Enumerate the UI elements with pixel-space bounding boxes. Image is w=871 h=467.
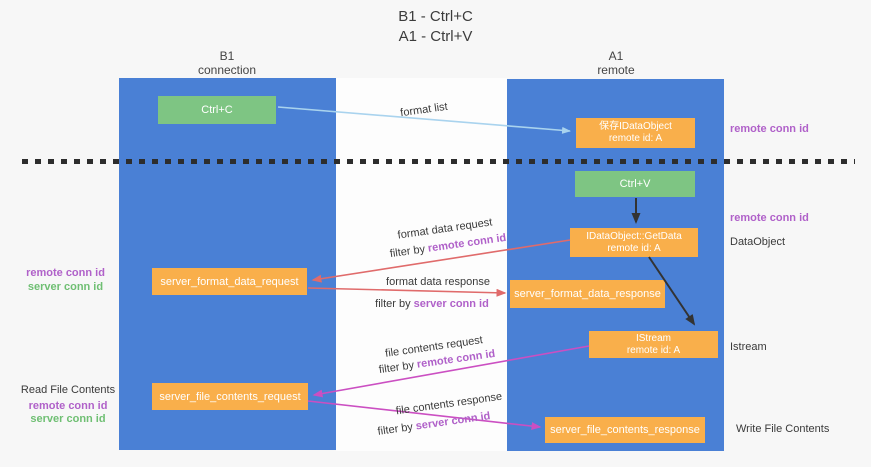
title-line-b1: B1 - Ctrl+C <box>398 8 473 25</box>
label-remote-conn-id-right-mid: remote conn id <box>730 212 809 224</box>
lane-a1-role: remote <box>597 63 635 77</box>
label-remote-conn-id-right-top: remote conn id <box>730 123 809 135</box>
node-format-response-label: server_format_data_response <box>514 288 661 300</box>
node-file-request-label: server_file_contents_request <box>159 390 301 403</box>
lane-b1-role: connection <box>197 63 257 77</box>
lane-header-a1: A1 remote <box>549 49 683 77</box>
label-istream: Istream <box>730 341 767 353</box>
label-dataobject: DataObject <box>730 236 786 248</box>
node-ctrl-v-label: Ctrl+V <box>619 178 651 190</box>
node-getdata-line1: IDataObject::GetData <box>586 230 682 242</box>
node-format-request-label: server_format_data_request <box>160 275 299 288</box>
label-group-left-conn-ids: remote conn id server conn id <box>18 266 113 294</box>
node-server-file-contents-request: server_file_contents_request <box>152 383 308 410</box>
node-save-idataobject-line2: remote id: A <box>608 133 663 144</box>
label-read-file-contents: Read File Contents <box>20 384 116 396</box>
diagram-title: B1 - Ctrl+C A1 - Ctrl+V <box>0 7 871 47</box>
node-ctrl-c-label: Ctrl+C <box>201 104 233 116</box>
node-istream: IStream remote id: A <box>589 331 718 358</box>
node-server-file-contents-response: server_file_contents_response <box>545 417 705 443</box>
node-istream-line1: IStream <box>635 332 671 344</box>
label-server-conn-id-left-bottom: server conn id <box>30 413 106 425</box>
label-server-conn-id-left-top: server conn id <box>27 281 104 293</box>
node-getdata-line2: remote id: A <box>607 242 661 254</box>
phase-divider-dashed-line <box>22 159 855 164</box>
node-server-format-data-response: server_format_data_response <box>510 280 665 308</box>
node-istream-line2: remote id: A <box>626 344 681 356</box>
label-group-read-file-contents: Read File Contents remote conn id server… <box>13 384 123 426</box>
edge-label-format-data-response: format data response <box>386 276 490 288</box>
node-server-format-data-request: server_format_data_request <box>152 268 307 295</box>
lane-a1-name: A1 <box>608 49 624 63</box>
node-ctrl-v: Ctrl+V <box>575 171 695 197</box>
node-ctrl-c: Ctrl+C <box>158 96 276 124</box>
label-write-file-contents: Write File Contents <box>736 423 830 435</box>
node-save-idataobject: 保存IDataObject remote id: A <box>576 118 695 148</box>
node-save-idataobject-line1: 保存IDataObject <box>599 121 672 132</box>
label-remote-conn-id-left-top: remote conn id <box>26 267 105 279</box>
lane-b1-name: B1 <box>219 49 235 63</box>
title-line-a1: A1 - Ctrl+V <box>398 28 473 45</box>
node-file-response-label: server_file_contents_response <box>550 424 700 436</box>
node-idataobject-getdata: IDataObject::GetData remote id: A <box>570 228 698 257</box>
lane-header-b1: B1 connection <box>160 49 294 77</box>
label-remote-conn-id-left-bottom: remote conn id <box>28 400 108 412</box>
